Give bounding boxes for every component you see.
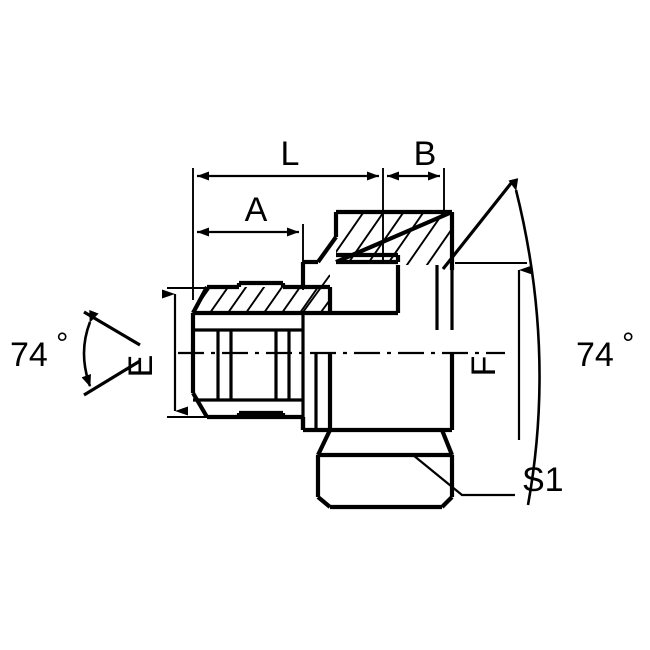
dimension-label-F: F <box>465 356 503 377</box>
dimension-L <box>192 168 384 300</box>
leader-S1 <box>412 454 515 497</box>
dimension-label-S1: S1 <box>522 461 564 499</box>
dimension-A <box>197 224 304 290</box>
angle-label-left-degree-icon: ° <box>56 326 68 361</box>
angle-label-right-value: 74 <box>576 336 614 374</box>
angle-label-right-degree-icon: ° <box>622 326 634 361</box>
dimension-label-E: E <box>122 355 160 378</box>
left-angle-symbol <box>81 309 141 397</box>
center-line <box>178 351 505 355</box>
dimension-label-A: A <box>245 191 268 229</box>
dimension-label-B: B <box>414 135 437 173</box>
fitting-body <box>190 209 455 510</box>
dimension-B <box>387 168 445 214</box>
right-angle-symbol <box>441 178 541 506</box>
angle-label-left-value: 74 <box>10 336 48 374</box>
dimension-F <box>455 262 532 440</box>
dimension-label-L: L <box>281 135 300 173</box>
